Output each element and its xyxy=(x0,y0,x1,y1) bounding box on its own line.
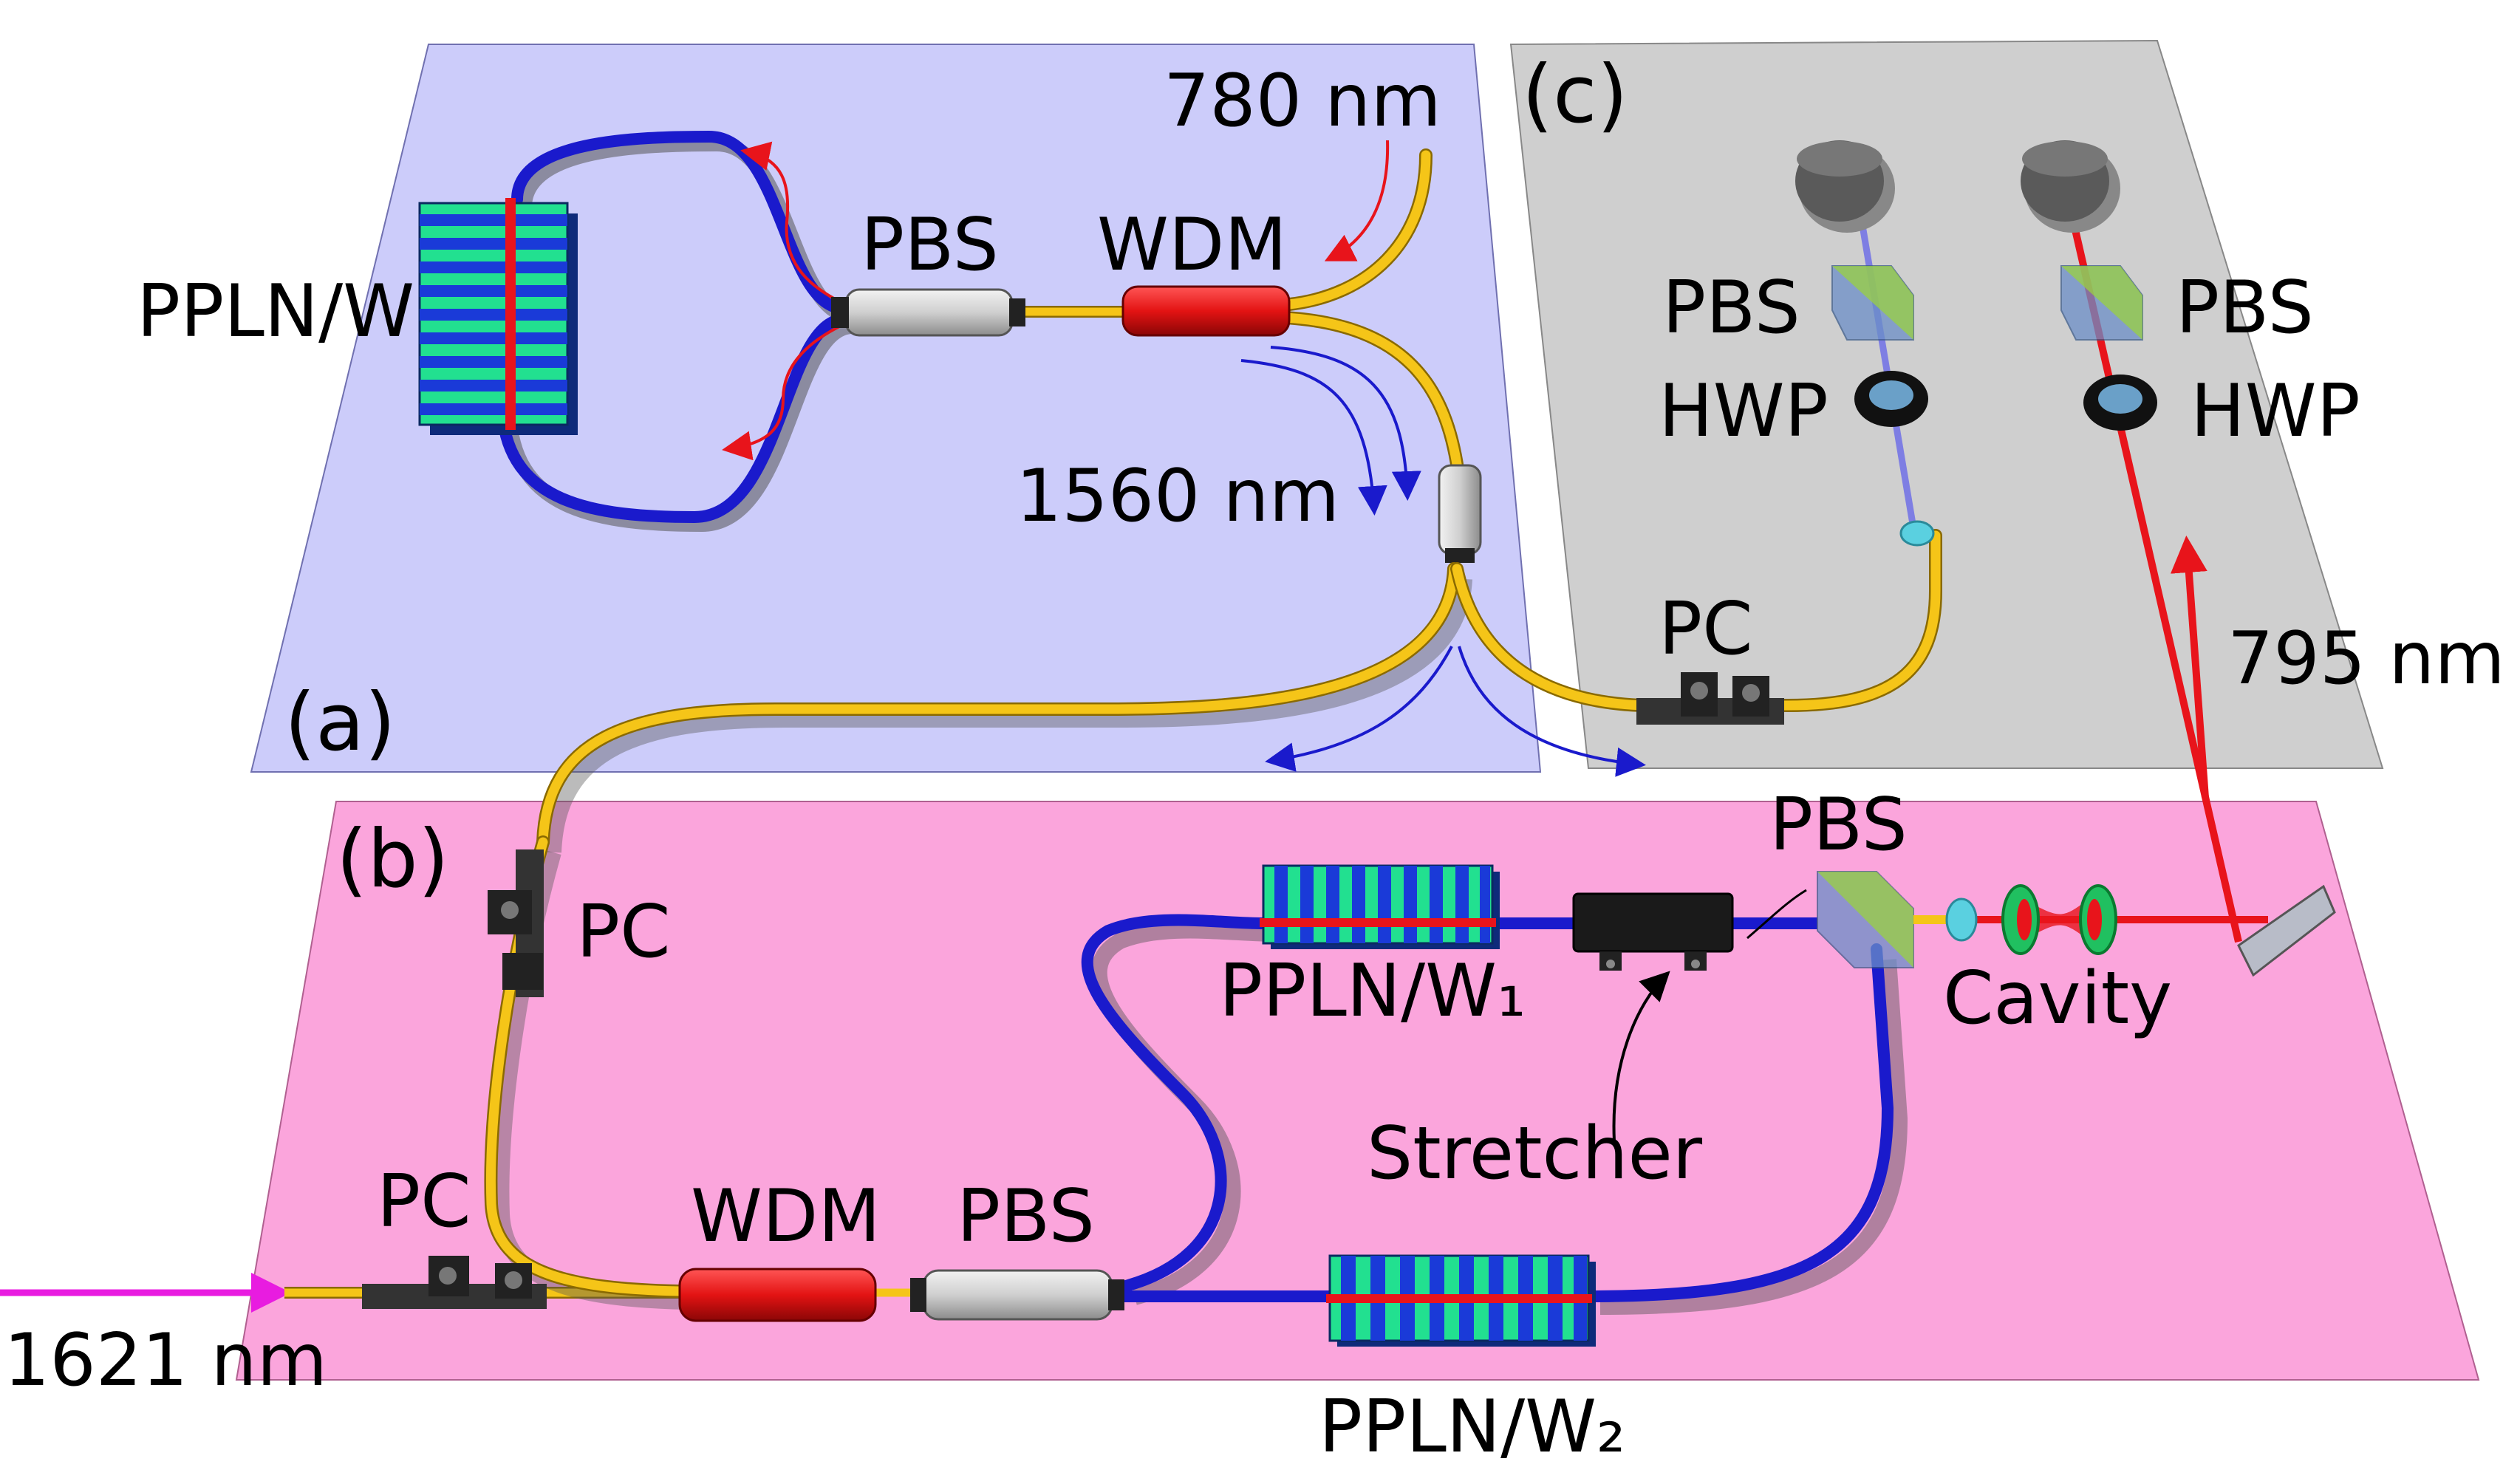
arrow-780-in xyxy=(1324,140,1390,261)
cavity-mirror-right xyxy=(2079,884,2117,955)
stretcher-pointer xyxy=(1612,971,1670,1142)
arrow-1560-b xyxy=(1270,346,1421,501)
pbs-cube-c-left xyxy=(1831,265,1914,341)
label-wdm-a: WDM xyxy=(1097,203,1287,287)
label-1560nm: 1560 nm xyxy=(1016,454,1339,538)
lens-c-left xyxy=(1899,520,1935,547)
label-pbs-a: PBS xyxy=(861,203,999,287)
hwp-c-left xyxy=(1854,371,1928,427)
label-pc-b-top: PC xyxy=(576,890,671,974)
label-hwp-c-right: HWP xyxy=(2191,369,2360,454)
wdm-b xyxy=(678,1268,877,1322)
panel-b-components xyxy=(0,835,2336,1347)
label-pbs-b-left: PBS xyxy=(957,1174,1095,1259)
ppln-waveguide-1 xyxy=(1260,864,1500,949)
detector-left xyxy=(1795,140,1895,233)
fiber-stretcher xyxy=(1572,892,1734,971)
label-ppln1: PPLN/W₁ xyxy=(1219,949,1526,1033)
panel-c-components xyxy=(1636,140,2242,943)
fold-mirror xyxy=(2237,884,2336,977)
label-panel-c: (c) xyxy=(1522,49,1628,141)
pbs-cube-b-right xyxy=(1817,871,1914,968)
label-pc-b-bottom: PC xyxy=(377,1160,471,1244)
panel-a-components xyxy=(418,130,1646,777)
panel-c xyxy=(1509,39,2384,769)
ppln-waveguide-a xyxy=(418,198,578,435)
hwp-c-right xyxy=(2083,375,2157,431)
polarization-controller-c xyxy=(1636,672,1784,725)
stretcher-feed-arc xyxy=(1746,889,1807,940)
cavity-mirror-left xyxy=(2001,884,2040,955)
label-hwp-c-left: HWP xyxy=(1659,369,1828,454)
label-795nm: 795 nm xyxy=(2227,617,2505,701)
pbs-cube-c-right xyxy=(2060,265,2143,341)
arrow-split-right xyxy=(1458,646,1646,777)
beam-blue-c xyxy=(1851,177,1917,529)
arrow-1560-a xyxy=(1240,359,1387,516)
fiber-blue-right-rise xyxy=(1582,943,1894,1302)
label-panel-a: (a) xyxy=(284,677,395,769)
label-pbs-c-right: PBS xyxy=(2176,266,2314,350)
loop-arrow-down xyxy=(722,324,843,461)
fiber-blue-top-loop xyxy=(1081,914,1269,1293)
pbs-a xyxy=(831,288,1025,337)
label-ppln-a: PPLN/W xyxy=(137,270,414,354)
label-780nm: 780 nm xyxy=(1164,59,1441,143)
label-panel-b: (b) xyxy=(336,813,449,906)
label-1621nm: 1621 nm xyxy=(4,1319,327,1403)
arrow-split-left xyxy=(1265,646,1453,772)
lens-b xyxy=(1945,897,1978,942)
polarization-controller-b-bottom xyxy=(362,1256,547,1309)
detector-right xyxy=(2021,140,2120,233)
label-ppln2: PPLN/W₂ xyxy=(1319,1385,1625,1469)
pbs-b-left xyxy=(910,1269,1124,1321)
loop-arrow-up xyxy=(740,141,843,304)
labels: (a) (b) (c) 780 nm 1560 nm 795 nm 1621 n… xyxy=(4,49,2505,1469)
label-wdm-b: WDM xyxy=(691,1174,881,1259)
ppln-waveguide-2 xyxy=(1326,1254,1596,1347)
label-cavity: Cavity xyxy=(1943,957,2172,1041)
label-stretcher: Stretcher xyxy=(1367,1112,1703,1196)
beam-795-arrow xyxy=(2170,536,2209,799)
panel-b xyxy=(235,801,2480,1381)
label-pc-c: PC xyxy=(1659,587,1753,671)
label-pbs-b-right: PBS xyxy=(1769,783,1908,867)
wdm-a xyxy=(1121,285,1291,337)
fiber-splitter xyxy=(1438,464,1482,563)
label-pbs-c-left: PBS xyxy=(1662,266,1800,350)
polarization-controller-b-top xyxy=(488,849,544,997)
